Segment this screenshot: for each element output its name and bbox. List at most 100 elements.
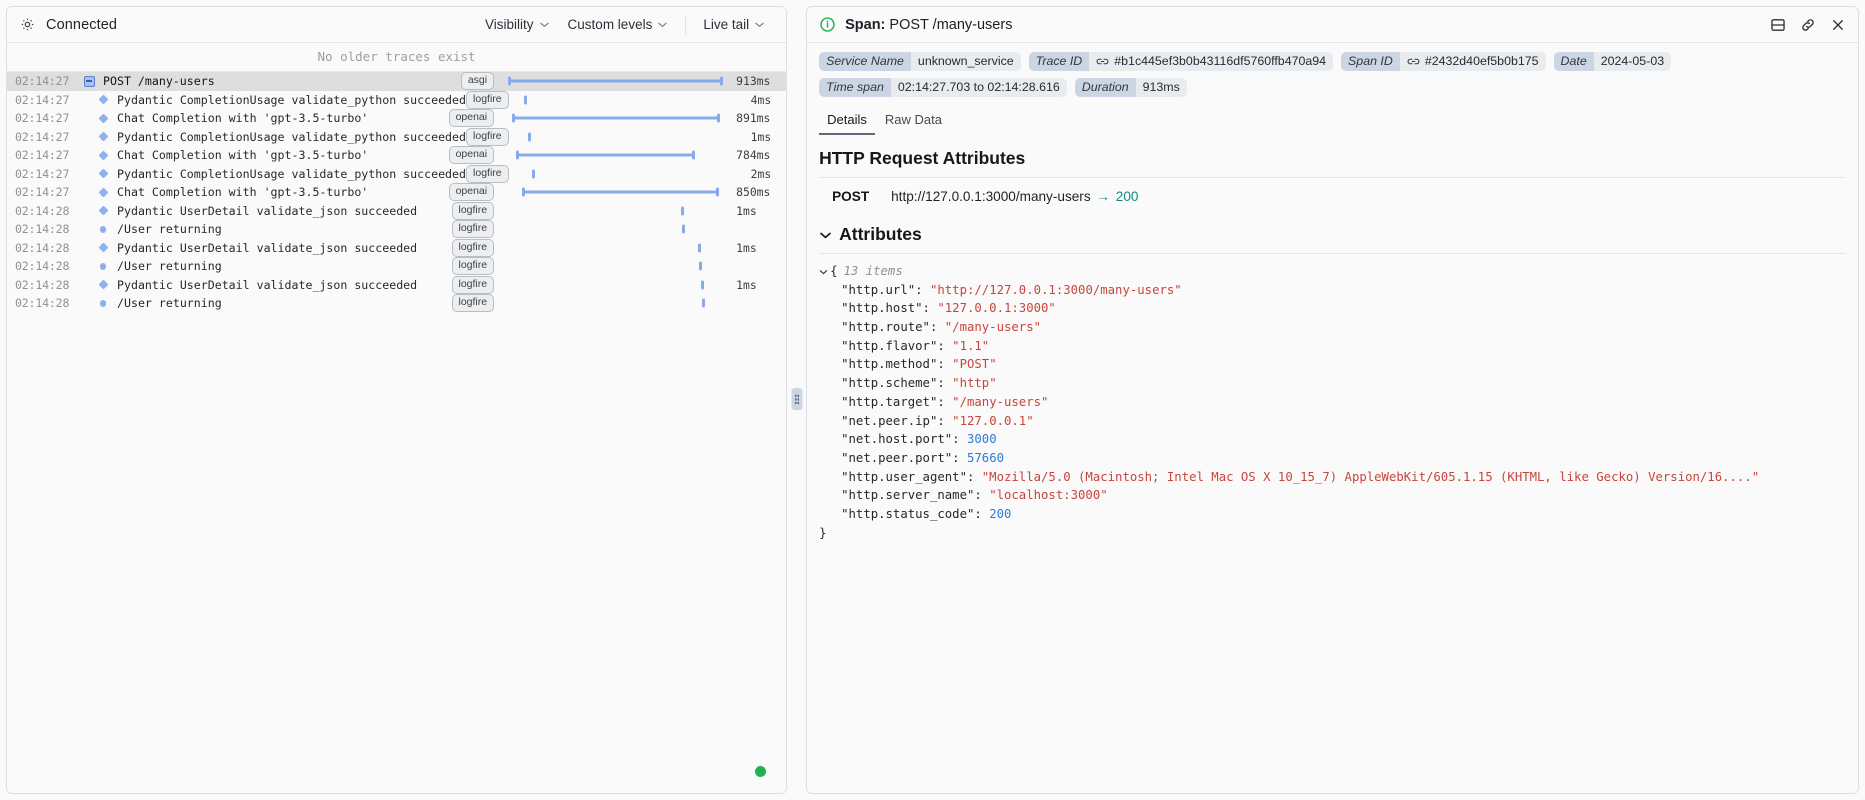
row-badge-wrap: openai [448, 109, 495, 128]
json-colon: : [922, 301, 938, 316]
attributes-rule [819, 253, 1846, 254]
row-timestamp: 02:14:27 [15, 111, 70, 126]
status-badge[interactable]: logfire [451, 275, 495, 294]
trace-toolbar: Connected Visibility Custom levels Live … [7, 7, 787, 43]
custom-levels-label: Custom levels [567, 17, 653, 32]
status-badge[interactable]: logfire [451, 220, 495, 239]
live-tail-dropdown[interactable]: Live tail [694, 13, 774, 36]
json-colon: : [952, 450, 967, 465]
tab-raw-data[interactable]: Raw Data [884, 112, 942, 127]
json-entry: "http.server_name": "localhost:3000" [819, 486, 1846, 505]
row-timeline [502, 220, 732, 239]
duration-bar [522, 187, 720, 197]
metadata-chip[interactable]: Trace ID#b1c445ef3b0b43116df5760ffb470a9… [1028, 52, 1334, 71]
panel-divider[interactable] [787, 0, 806, 800]
row-badge-wrap: openai [448, 183, 495, 202]
row-timestamp: 02:14:27 [15, 148, 70, 163]
row-badge-wrap: logfire [466, 164, 509, 183]
json-colon: : [937, 338, 953, 353]
status-badge[interactable]: asgi [460, 72, 495, 91]
row-timestamp: 02:14:27 [15, 92, 70, 107]
close-icon[interactable] [1830, 17, 1846, 33]
status-badge[interactable]: logfire [451, 294, 495, 313]
row-badge-wrap: asgi [460, 72, 495, 91]
row-duration: 1ms [736, 240, 757, 255]
row-marker [91, 113, 115, 124]
attributes-header[interactable]: Attributes [819, 224, 1846, 245]
detail-tabs[interactable]: Details Raw Data [807, 99, 1858, 135]
status-badge[interactable]: logfire [466, 127, 509, 146]
gear-icon[interactable] [19, 16, 36, 33]
row-timestamp: 02:14:27 [15, 166, 70, 181]
visibility-dropdown[interactable]: Visibility [476, 13, 559, 36]
json-entry: "net.peer.ip": "127.0.0.1" [819, 412, 1846, 431]
table-row[interactable]: 02:14:27 Pydantic CompletionUsage validat… [7, 90, 786, 110]
http-request-summary: POST http://127.0.0.1:3000/many-users → … [819, 178, 1846, 216]
row-timestamp: 02:14:27 [15, 185, 70, 200]
duration-bar [698, 243, 702, 253]
row-timeline [502, 72, 732, 91]
attributes-title: Attributes [839, 224, 922, 244]
status-badge[interactable]: openai [448, 146, 495, 165]
log-dot-icon [99, 263, 107, 270]
span-diamond-icon [98, 187, 108, 198]
resize-handle[interactable] [791, 388, 803, 410]
status-badge[interactable]: openai [448, 109, 495, 128]
row-badge-wrap: logfire [451, 238, 495, 257]
panel-split-icon[interactable] [1770, 17, 1786, 33]
json-collapse-icon[interactable] [819, 262, 830, 281]
metadata-chip[interactable]: Span ID#2432d40ef5b0b175 [1341, 52, 1546, 71]
json-value: "POST" [952, 357, 997, 372]
status-badge[interactable]: logfire [451, 257, 495, 276]
custom-levels-dropdown[interactable]: Custom levels [559, 13, 678, 36]
row-timeline [502, 257, 732, 276]
json-colon: : [937, 413, 953, 428]
link-icon[interactable] [1800, 17, 1816, 33]
span-title-prefix: Span: [845, 16, 886, 33]
json-root-line[interactable]: {13 items [819, 262, 1846, 281]
status-badge[interactable]: openai [448, 183, 495, 202]
attributes-json-viewer[interactable]: {13 items"http.url": "http://127.0.0.1:3… [819, 254, 1846, 542]
tab-details[interactable]: Details [819, 107, 875, 135]
chip-value: 913ms [1135, 78, 1187, 97]
duration-bar [508, 76, 724, 86]
status-badge[interactable]: logfire [466, 90, 509, 109]
status-badge[interactable]: logfire [451, 238, 495, 257]
status-badge[interactable]: logfire [451, 201, 495, 220]
log-dot-icon [99, 300, 107, 307]
row-marker [91, 150, 115, 161]
row-message: Pydantic CompletionUsage validate_python… [117, 92, 467, 107]
row-timeline [502, 109, 732, 128]
row-message: Pydantic CompletionUsage validate_python… [117, 129, 467, 144]
json-key: "http.flavor" [841, 338, 938, 353]
span-diamond-icon [98, 279, 108, 290]
json-key: "http.user_agent" [841, 469, 967, 484]
row-badge-wrap: logfire [466, 127, 509, 146]
json-item-count: 13 items [843, 264, 903, 278]
status-badge[interactable]: logfire [466, 164, 509, 183]
row-duration: 1ms [750, 129, 772, 144]
json-key: "http.url" [841, 282, 916, 297]
json-key: "http.host" [841, 301, 923, 316]
row-timestamp: 02:14:28 [15, 277, 70, 292]
chip-value: #2432d40ef5b0b175 [1399, 52, 1546, 71]
collapse-toggle-icon[interactable] [83, 75, 95, 87]
row-timeline [517, 91, 747, 110]
